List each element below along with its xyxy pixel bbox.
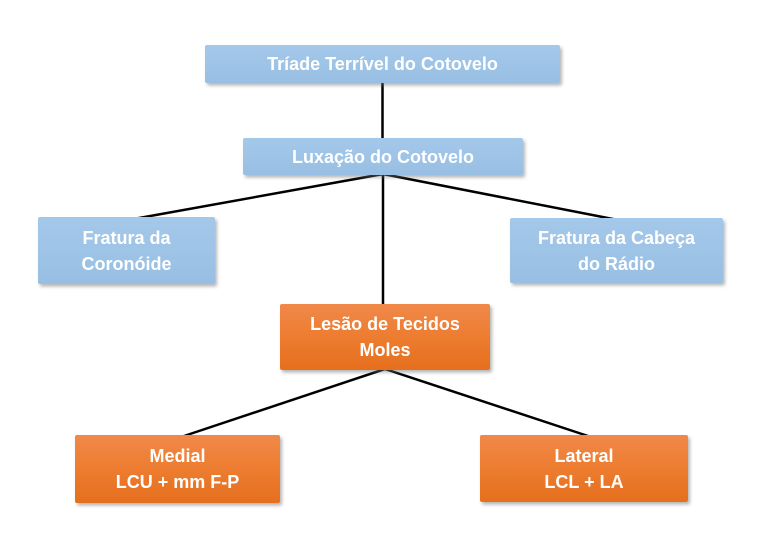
connector-lesao-lateral xyxy=(384,367,592,439)
node-triade-terrivel-do-cotovelo: Tríade Terrível do Cotovelo xyxy=(205,45,560,83)
node-fratura-da-cabeca-do-radio: Fratura da Cabeça do Rádio xyxy=(510,218,723,283)
connector-lesao-medial xyxy=(180,367,386,439)
node-lesao-de-tecidos-moles: Lesão de Tecidos Moles xyxy=(280,304,490,370)
node-luxacao-do-cotovelo: Luxação do Cotovelo xyxy=(243,138,523,175)
node-lateral-lcl-la: Lateral LCL + LA xyxy=(480,435,688,502)
connector-luxacao-coronoide xyxy=(127,172,384,222)
node-medial-lcu-mm-fp: Medial LCU + mm F-P xyxy=(75,435,280,503)
connector-luxacao-radio xyxy=(382,172,619,222)
node-fratura-da-coronoide: Fratura da Coronóide xyxy=(38,217,215,284)
